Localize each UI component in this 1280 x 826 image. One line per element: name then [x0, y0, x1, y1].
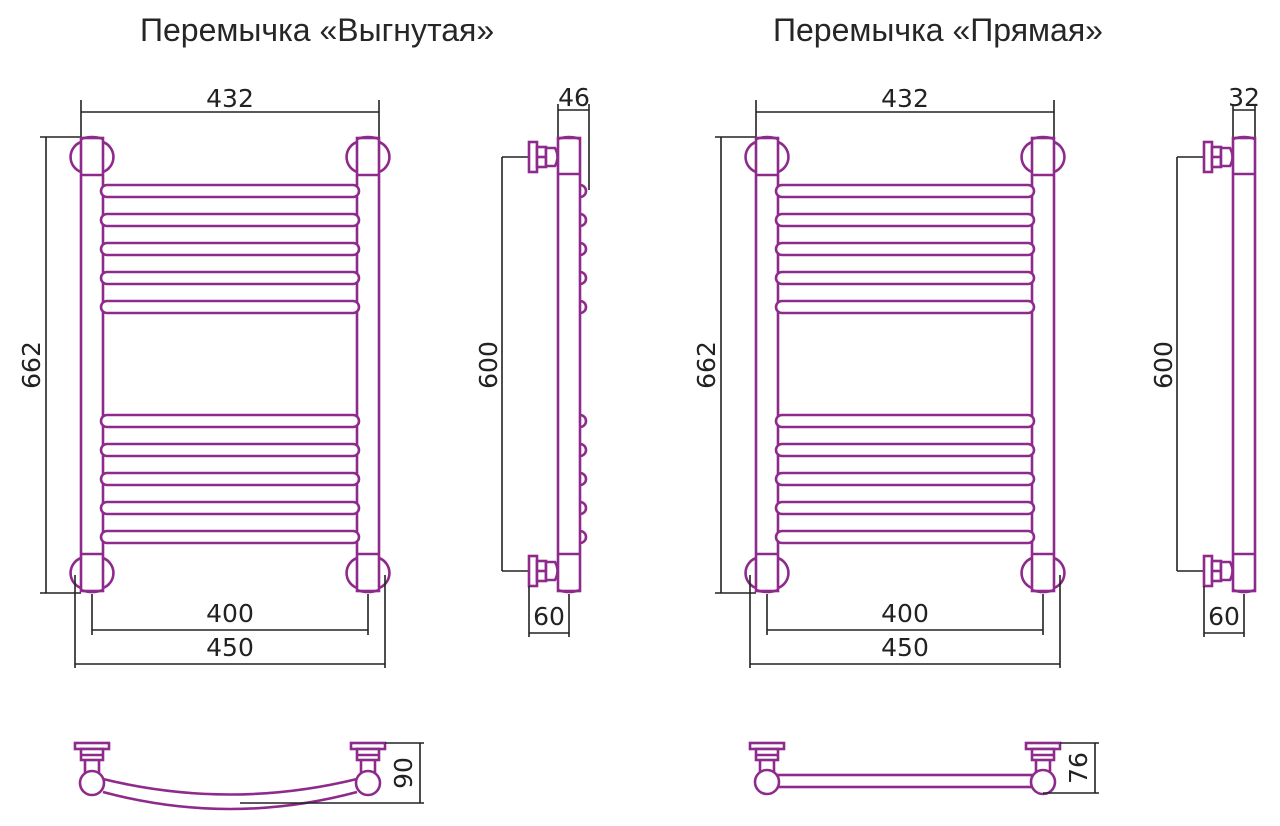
top-view-curved: 90	[73, 741, 424, 811]
dim-height: 662	[17, 341, 46, 389]
rungs-bottom-group	[774, 413, 1036, 545]
title-curved-bridge: Перемычка «Выгнутая»	[140, 12, 495, 48]
rungs-top-group	[99, 183, 361, 315]
dim-outer-width: 450	[206, 633, 254, 662]
dim-height-side: 600	[474, 341, 503, 389]
front-view-curved: 432 662	[17, 84, 391, 668]
side-view-straight: 32 600 60	[1149, 83, 1260, 637]
title-straight-bridge: Перемычка «Прямая»	[773, 12, 1103, 48]
dim-depth-top-view: 76	[1064, 752, 1093, 784]
front-view-straight: 432 662	[692, 84, 1066, 668]
top-view-straight: 76	[748, 741, 1099, 796]
dim-depth-top: 46	[558, 83, 590, 112]
dim-depth-bottom: 60	[1208, 602, 1240, 631]
dim-height-side: 600	[1149, 341, 1178, 389]
side-view-curved: 46 600 60	[474, 83, 590, 637]
dim-inner-width: 400	[206, 599, 254, 628]
dim-depth-bottom: 60	[533, 602, 565, 631]
dim-top-width: 432	[206, 84, 254, 113]
dim-height: 662	[692, 341, 721, 389]
dim-inner-width: 400	[881, 599, 929, 628]
dim-outer-width: 450	[881, 633, 929, 662]
dim-depth-top-view: 90	[389, 757, 418, 789]
dim-depth-top: 32	[1228, 83, 1260, 112]
rungs-bottom-group	[99, 413, 361, 545]
dim-top-width: 432	[881, 84, 929, 113]
rungs-top-group	[774, 183, 1036, 315]
